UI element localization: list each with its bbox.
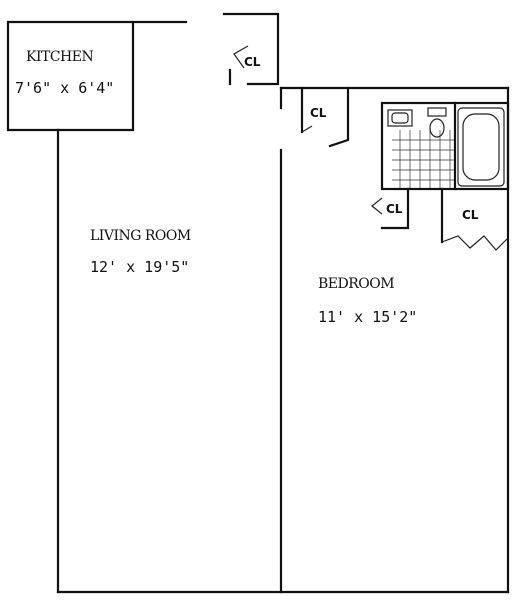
bathroom-tile-floor bbox=[392, 130, 455, 188]
toilet bbox=[429, 118, 445, 138]
bedroom-closet-2-label: CL bbox=[386, 202, 403, 216]
kitchen-name: KITCHEN bbox=[26, 49, 93, 65]
kitchen-dimensions: 7'6" x 6'4" bbox=[15, 79, 114, 97]
sink bbox=[387, 109, 413, 127]
hall-closet-label: CL bbox=[244, 55, 261, 69]
bedroom-dimensions: 11' x 15'2" bbox=[318, 308, 417, 326]
bedroom-closet-1-label: CL bbox=[310, 106, 327, 120]
bedroom-closet-3-label: CL bbox=[462, 208, 479, 222]
bedroom-closet-3-walls bbox=[440, 187, 509, 251]
living-room-walls bbox=[56, 128, 510, 594]
kitchen-label: KITCHEN 7'6" x 6'4" bbox=[15, 49, 114, 97]
bedroom-closet-1-walls bbox=[300, 86, 350, 148]
bedroom-closet-2-walls bbox=[371, 187, 410, 230]
hall-closet-walls bbox=[222, 12, 280, 86]
kitchen-walls bbox=[6, 20, 188, 132]
living-room-dimensions: 12' x 19'5" bbox=[90, 258, 189, 276]
bathtub bbox=[457, 107, 505, 187]
bedroom-name: BEDROOM bbox=[318, 276, 394, 292]
bedroom-label: BEDROOM 11' x 15'2" bbox=[318, 276, 417, 326]
bedroom-outer-walls bbox=[279, 86, 510, 594]
living-room-label: LIVING ROOM 12' x 19'5" bbox=[90, 228, 191, 276]
living-room-name: LIVING ROOM bbox=[90, 228, 191, 244]
bathroom bbox=[380, 101, 510, 191]
